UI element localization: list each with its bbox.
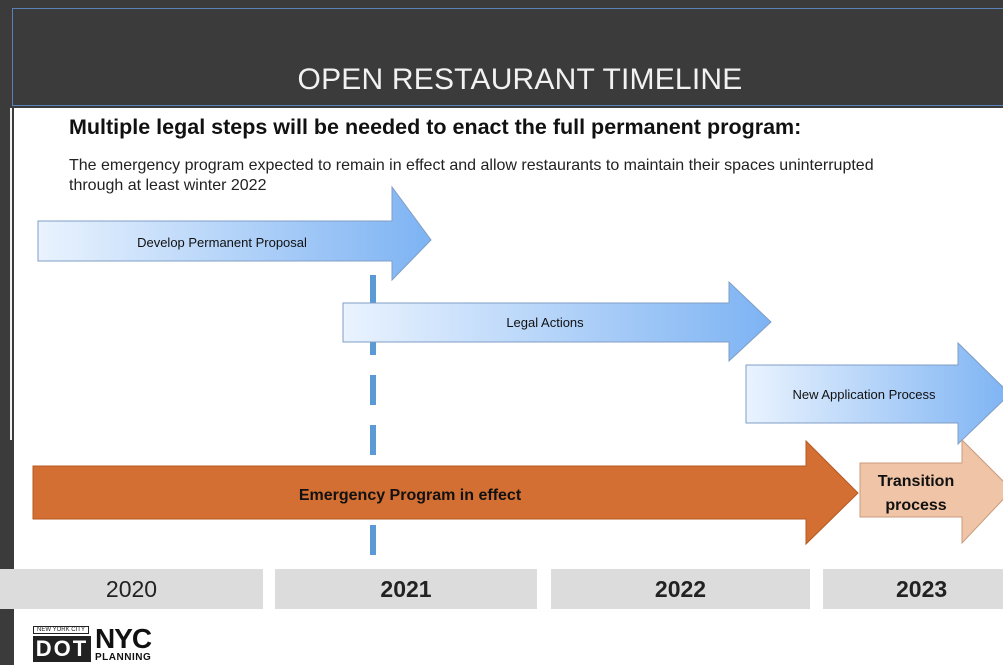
nyc-planning-logo-sub: PLANNING xyxy=(95,652,152,663)
slide-subtitle: Multiple legal steps will be needed to e… xyxy=(69,115,802,139)
develop-proposal-arrow: Develop Permanent Proposal xyxy=(37,185,432,282)
legal-actions-arrow: Legal Actions xyxy=(342,280,772,363)
nyc-dot-logo: DOT xyxy=(33,636,91,662)
year-2023: 2023 xyxy=(823,569,1003,609)
transition-process-arrow: Transition process xyxy=(859,438,1003,545)
intro-text: The emergency program expected to remain… xyxy=(69,157,874,194)
header-frame xyxy=(12,8,1003,106)
header-band xyxy=(0,0,1003,108)
emergency-program-arrow: Emergency Program in effect xyxy=(32,439,859,546)
left-bar-divider xyxy=(10,108,12,440)
nyc-dot-logo-top: NEW YORK CITY xyxy=(33,626,89,634)
nyc-planning-logo: NYC xyxy=(95,623,152,654)
page-title: OPEN RESTAURANT TIMELINE xyxy=(297,63,743,96)
year-2022: 2022 xyxy=(551,569,810,609)
new-application-arrow: New Application Process xyxy=(745,341,1003,446)
transition-label-line1: Transition xyxy=(878,473,954,490)
emergency-program-label: Emergency Program in effect xyxy=(299,487,522,504)
new-application-label: New Application Process xyxy=(792,387,936,402)
year-2020: 2020 xyxy=(0,569,263,609)
legal-actions-label: Legal Actions xyxy=(506,315,584,330)
develop-proposal-label: Develop Permanent Proposal xyxy=(137,235,307,250)
transition-label-line2: process xyxy=(885,497,946,514)
year-2021: 2021 xyxy=(275,569,537,609)
